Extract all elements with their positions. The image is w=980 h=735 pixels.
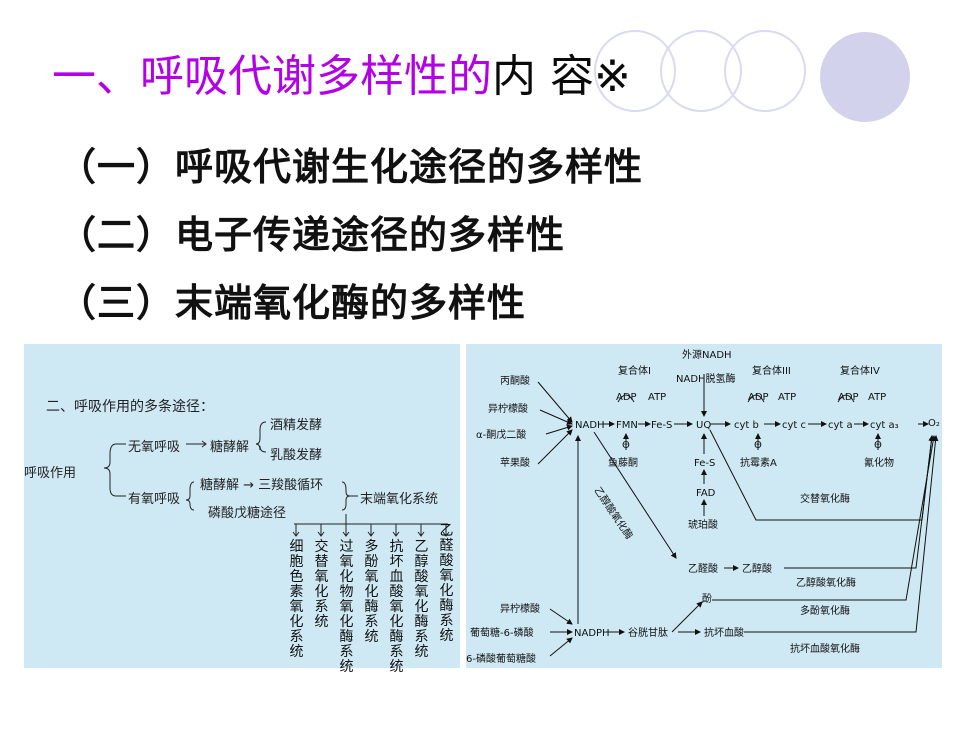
- system-label: 细胞色素氧化系统: [289, 539, 304, 660]
- label-cyta3: cyt a₃: [870, 420, 899, 431]
- glycolysis-label: 糖酵解: [210, 440, 250, 455]
- label-fes: Fe-S: [651, 420, 672, 431]
- label-fes2: Fe-S: [694, 458, 715, 469]
- label-6pgluconate: 6-磷酸葡萄糖酸: [466, 652, 536, 665]
- label-o2: O₂: [928, 418, 940, 429]
- label-external-nadh: 外源NADH: [682, 348, 732, 361]
- inhibit-symbol: Θ: [622, 440, 630, 451]
- terminal-label: 末端氧化系统: [360, 492, 439, 507]
- title-rest: 内 容※: [492, 51, 631, 102]
- electron-transport-svg: 丙酮酸 异柠檬酸 α-酮戊二酸 苹果酸 NADH FMN Fe-S UQ cyt…: [466, 348, 940, 665]
- label-ketoglutarate: α-酮戊二酸: [476, 428, 526, 441]
- label-alt-oxidase: 交替氧化酶: [800, 492, 850, 505]
- respiration-pathways-diagram: 二、呼吸作用的多条途径： 呼吸作用 无氧呼吸 糖酵解 酒精发酵 乳酸发酵 有氧呼…: [24, 344, 460, 675]
- diagram-heading: 二、呼吸作用的多条途径：: [46, 399, 214, 415]
- label-adp: ADP: [838, 392, 859, 403]
- label-antimycin: 抗霉素A: [740, 456, 777, 469]
- left-diagram-lines: [103, 421, 450, 537]
- lactic-label: 乳酸发酵: [270, 448, 323, 463]
- label-cyanide: 氰化物: [864, 456, 894, 469]
- label-fad: FAD: [696, 488, 716, 499]
- system-label: 过氧化物氧化酶系统: [339, 539, 354, 675]
- label-nadph: NADPH: [574, 628, 610, 639]
- aerobic-label: 有氧呼吸: [128, 492, 181, 507]
- label-isocitrate: 异柠檬酸: [488, 402, 528, 415]
- label-cytc: cyt c: [782, 420, 806, 431]
- decorative-circle-filled: [820, 32, 910, 122]
- label-ascorbate: 抗坏血酸: [704, 626, 744, 639]
- label-atp: ATP: [868, 392, 886, 403]
- label-nadh-dh: NADH脱氢酶: [676, 372, 736, 385]
- label-adp: ADP: [748, 392, 769, 403]
- inhibit-symbol: Θ: [754, 440, 762, 451]
- system-label: 乙醇酸氧化酶系统: [414, 539, 429, 660]
- system-label: 抗坏血酸氧化酶系统: [389, 539, 404, 675]
- bullet-item: （三）末端氧化酶的多样性: [58, 281, 527, 325]
- root-label: 呼吸作用: [24, 466, 77, 481]
- bullet-item: （一）呼吸代谢生化途径的多样性: [58, 145, 644, 189]
- glycolysis-tca-label: 糖酵解 → 三羧酸循环: [200, 478, 324, 493]
- label-acetaldehyde: 乙醛酸: [688, 562, 718, 575]
- alcohol-label: 酒精发酵: [270, 418, 323, 433]
- inhibit-symbol: Θ: [874, 440, 882, 451]
- label-glycolate-ox2: 乙醇酸氧化酶: [796, 576, 856, 589]
- page-title: 一、呼吸代谢多样性的内 容※: [52, 40, 631, 104]
- label-cytb: cyt b: [734, 420, 759, 431]
- ppp-label: 磷酸戊糖途径: [208, 506, 287, 521]
- label-adp: ADP: [616, 392, 637, 403]
- system-label: 乙醛酸氧化酶系统: [439, 523, 454, 644]
- label-g6p: 葡萄糖-6-磷酸: [470, 626, 534, 639]
- label-glutathione: 谷胱甘肽: [628, 626, 668, 639]
- label-complex4: 复合体IV: [840, 364, 880, 377]
- label-atp: ATP: [648, 392, 666, 403]
- label-glycolate-oxidase: 乙醇酸氧化酶: [592, 484, 636, 541]
- label-uq: UQ: [696, 420, 711, 431]
- anaerobic-label: 无氧呼吸: [128, 440, 181, 455]
- label-pyruvate: 丙酮酸: [500, 374, 530, 387]
- label-glycolic: 乙醇酸: [742, 562, 772, 575]
- label-nadh: NADH: [575, 420, 605, 431]
- label-complex1: 复合体I: [618, 364, 651, 377]
- label-rotenone: 鱼藤酮: [608, 456, 638, 469]
- system-label: 多酚氧化酶系统: [364, 539, 379, 645]
- title-highlight: 一、呼吸代谢多样性的: [52, 51, 492, 102]
- label-malate: 苹果酸: [500, 456, 530, 469]
- label-phenol: 酚: [702, 593, 712, 605]
- bullet-item: （二）电子传递途径的多样性: [58, 213, 566, 257]
- electron-transport-diagram: 丙酮酸 异柠檬酸 α-酮戊二酸 苹果酸 NADH FMN Fe-S UQ cyt…: [466, 344, 942, 668]
- decorative-circle: [724, 30, 806, 112]
- label-cyta: cyt a: [828, 420, 853, 431]
- label-succinate: 琥珀酸: [688, 518, 718, 531]
- system-label: 交替氧化系统: [314, 539, 329, 630]
- label-polyphenol-ox: 多酚氧化酶: [800, 604, 850, 617]
- label-complex3: 复合体III: [752, 364, 791, 377]
- label-fmn: FMN: [616, 420, 638, 431]
- label-isocitrate2: 异柠檬酸: [500, 602, 540, 615]
- label-ascorbate-ox: 抗坏血酸氧化酶: [790, 642, 860, 655]
- label-atp: ATP: [778, 392, 796, 403]
